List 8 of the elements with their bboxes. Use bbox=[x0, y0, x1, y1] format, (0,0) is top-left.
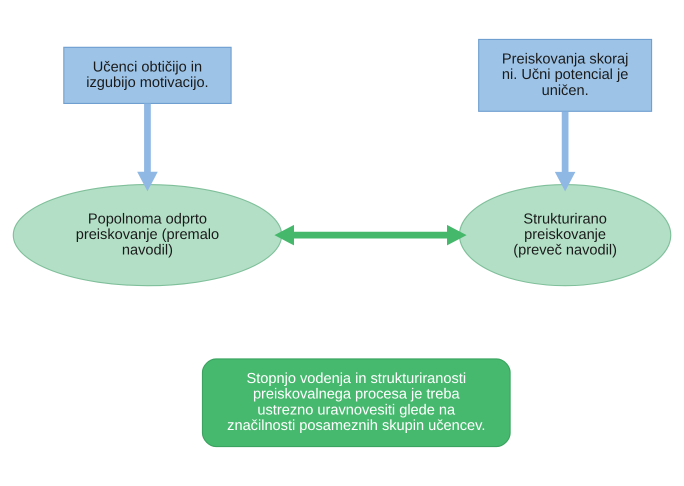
node-ellipse: Strukturirano preiskovanje (preveč navodil) bbox=[458, 184, 672, 286]
node-box: Stopnjo vodenja in strukturiranosti preiskovalnega procesa je treba ustrezno uravnovesiti glede na značilnosti posameznih skupin učencev. bbox=[202, 358, 511, 448]
arrow bbox=[554, 112, 576, 192]
arrow bbox=[137, 104, 158, 192]
arrow bbox=[274, 224, 467, 246]
node-ellipse: Popolnoma odprto preiskovanje (premalo navodil) bbox=[12, 184, 282, 286]
node-box: Učenci obtičijo in izgubijo motivacijo. bbox=[63, 46, 232, 104]
node-box: Preiskovanja skoraj ni. Učni potencial je uničen. bbox=[478, 38, 652, 112]
